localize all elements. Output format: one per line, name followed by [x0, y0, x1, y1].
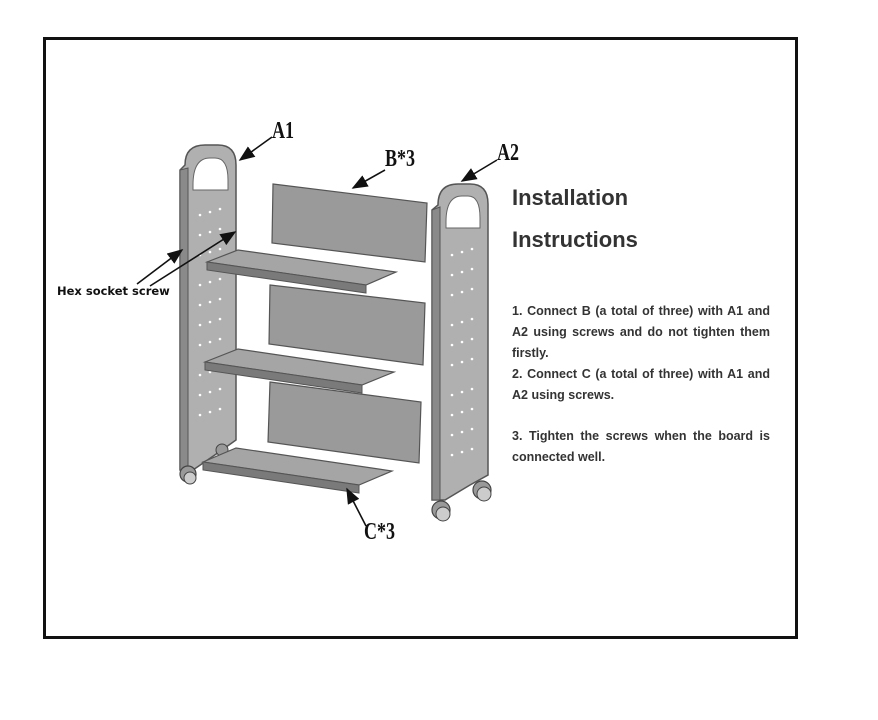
leader-arrows: [136, 136, 498, 527]
arrow-b: [351, 169, 386, 189]
label-c: C*3: [364, 519, 396, 545]
back-panels-b: [267, 183, 428, 464]
shelves-c: [200, 249, 399, 494]
instruction-step-2: 2. Connect C (a total of three) with A1 …: [512, 367, 770, 402]
side-frame-a1: [179, 144, 237, 485]
arrow-a2: [460, 159, 498, 182]
instruction-step-1: 1. Connect B (a total of three) with A1 …: [512, 304, 770, 360]
instructions-title-line1: Installation: [512, 185, 629, 210]
instruction-step-3: 3. Tighten the screws when the board is …: [512, 429, 770, 464]
side-frame-a2: [431, 183, 492, 522]
instructions-title-line2: Instructions: [512, 227, 638, 252]
label-b: B*3: [385, 146, 416, 172]
arrow-hex-2: [149, 231, 237, 287]
arrow-hex-1: [136, 249, 184, 285]
label-a1: A1: [272, 118, 295, 144]
label-a2: A2: [497, 140, 520, 166]
arrow-a1: [238, 136, 273, 161]
label-hex-socket-screw: Hex socket screw: [57, 284, 170, 298]
arrow-c: [346, 487, 367, 527]
